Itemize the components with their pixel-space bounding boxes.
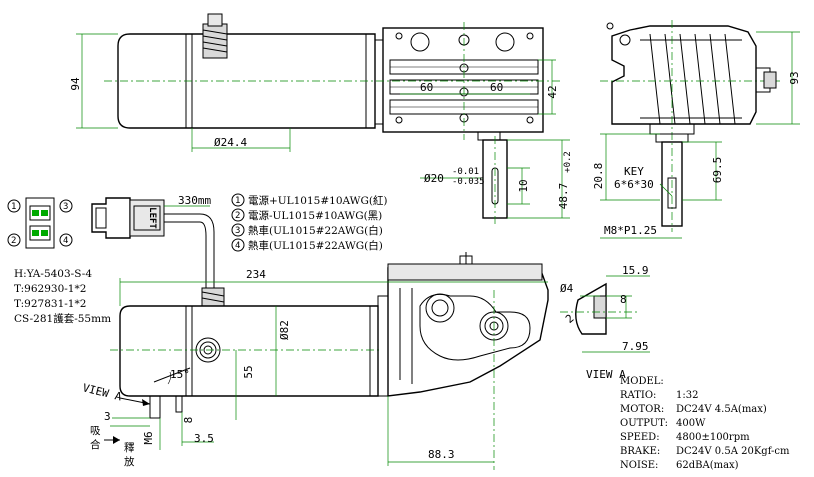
detail-view-a: 15.9 Ø4 8 2 7.95 VIEW A — [560, 264, 650, 381]
lamp-in-1: 吸 — [90, 425, 101, 437]
wire-3-text: 熱車(UL1015#22AWG(白) — [248, 224, 383, 237]
detail-phi4: Ø4 — [560, 282, 574, 295]
dim-3-5: 3.5 — [194, 432, 214, 445]
dim-bolt-55: 55 — [242, 365, 255, 378]
motor-body-front — [119, 305, 379, 397]
spec-brake-key: BRAKE: — [620, 446, 660, 457]
pinout-block — [25, 197, 55, 249]
detail-15-9: 15.9 — [622, 264, 649, 277]
dim-spacing-a: 60 — [420, 81, 433, 94]
dim-3: 3 — [104, 410, 111, 423]
wire-list: 1 電源+UL1015#10AWG(紅) 2 電源-UL1015#10AWG(黑… — [231, 193, 388, 252]
connector-plug: LEFT 330mm — [91, 194, 215, 290]
wire-3-num: 3 — [235, 226, 240, 236]
cable-stub-top — [207, 13, 223, 27]
pin-1-label: 1 — [11, 202, 16, 212]
wire-2-num: 2 — [235, 211, 240, 221]
cable-length: 330mm — [178, 194, 211, 207]
dim-8: 8 — [182, 417, 195, 424]
dim-shaft-tol-dia: Ø20 — [424, 172, 444, 185]
wire-1-num: 1 — [235, 196, 240, 206]
spec-table: MODEL: RATIO: 1:32 MOTOR: DC24V 4.5A(max… — [620, 376, 790, 471]
view-a-left: VIEW A — [81, 381, 123, 403]
spec-output-key: OUTPUT: — [620, 418, 668, 429]
wire-2-text: 電源-UL1015#10AWG(黑) — [248, 209, 382, 222]
lamp-release-1: 釋 — [124, 442, 135, 454]
dim-shaft-len: 48.7 — [557, 183, 570, 210]
dim-motor-dia: Ø82 — [278, 320, 291, 340]
dim-88-3: 88.3 — [428, 448, 455, 461]
dim-block-42: 42 — [546, 85, 559, 98]
gearbox-front — [387, 267, 549, 397]
gearbox-top — [382, 27, 544, 133]
part-housing: H:YA-5403-S-4 — [14, 268, 92, 280]
dim-spacing-b: 60 — [490, 81, 503, 94]
spec-ratio-value: 1:32 — [676, 390, 698, 401]
spec-motor-value: DC24V 4.5A(max) — [676, 404, 767, 415]
wire-4-text: 熱車(UL1015#22AWG(白) — [248, 239, 383, 252]
part-sleeve: CS-281護套-55mm — [14, 312, 111, 325]
detail-8: 8 — [620, 293, 627, 306]
lamp-release-2: 放 — [124, 455, 135, 468]
spec-ratio-key: RATIO: — [620, 390, 656, 401]
spec-noise-value: 62dBA(max) — [676, 460, 739, 471]
cable-gland-top — [202, 23, 228, 59]
part-terminal-2: T:927831-1*2 — [14, 298, 86, 310]
key-size: 6*6*30 — [614, 178, 654, 191]
gearbox-side — [611, 25, 757, 125]
top-dimensions: 94 Ø24.4 60 60 42 Ø20 -0.01 -0.035 10 48… — [69, 33, 573, 219]
dim-keyway-10: 10 — [517, 179, 530, 192]
thread-spec: M8*P1.25 — [604, 224, 657, 237]
spec-noise-key: NOISE: — [620, 460, 658, 471]
dim-shaft-dia: Ø24.4 — [214, 136, 247, 149]
dim-side-208: 20.8 — [592, 163, 605, 190]
dim-tol-lower: -0.035 — [452, 177, 485, 187]
spec-output-value: 400W — [676, 418, 706, 429]
dim-tol-upper: -0.01 — [452, 167, 479, 177]
part-terminal-1: T:962930-1*2 — [14, 283, 86, 295]
spec-speed-key: SPEED: — [620, 432, 660, 443]
part-info: H:YA-5403-S-4 T:962930-1*2 T:927831-1*2 … — [14, 268, 111, 325]
lamp-in-2: 合 — [90, 438, 101, 451]
connector-pinout: 1 2 3 4 — [7, 197, 73, 249]
dim-height-94: 94 — [69, 77, 82, 91]
view-a-right: VIEW A — [586, 368, 626, 381]
front-dimensions: 234 Ø82 55 VIEW A 3 M6 8 3.5 88.3 吸 合 釋 … — [81, 268, 548, 468]
dim-length-234: 234 — [246, 268, 266, 281]
side-view: 93 20.8 69.5 KEY 6*6*30 M8*P1.25 — [592, 20, 801, 239]
dim-angle-15: 15° — [170, 368, 190, 381]
wire-4-num: 4 — [235, 241, 240, 251]
dim-m6: M6 — [142, 431, 155, 444]
pin-2-label: 2 — [11, 236, 16, 246]
spec-model-key: MODEL: — [620, 376, 664, 387]
wire-1-text: 電源+UL1015#10AWG(紅) — [248, 194, 388, 207]
spec-motor-key: MOTOR: — [620, 404, 664, 415]
pin-4-label: 4 — [63, 236, 68, 246]
pin-3-label: 3 — [63, 202, 68, 212]
connector-left-label: LEFT — [147, 207, 157, 229]
front-view: 15° — [110, 252, 549, 470]
motor-body-top — [117, 33, 376, 129]
detail-7-95: 7.95 — [622, 340, 649, 353]
detail-2: 2 — [563, 312, 576, 326]
spec-speed-value: 4800±100rpm — [676, 432, 750, 443]
dim-shaft-len-tol: +0.2 — [563, 151, 573, 173]
spec-brake-value: DC24V 0.5A 20Kgf-cm — [676, 446, 790, 457]
dim-side-695: 69.5 — [711, 157, 724, 184]
key-label: KEY — [624, 165, 644, 178]
top-view — [104, 13, 560, 226]
dim-side-93: 93 — [788, 71, 801, 84]
